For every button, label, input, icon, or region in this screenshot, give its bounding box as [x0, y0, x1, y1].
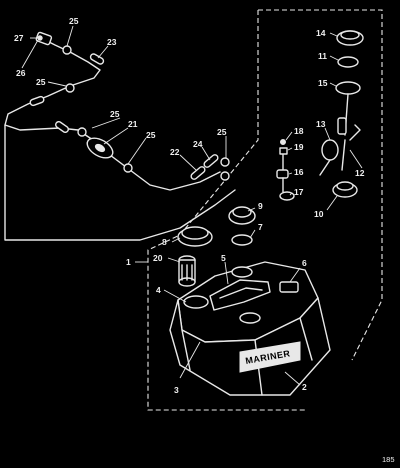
callout-16: 16 [294, 167, 304, 177]
callout-5: 5 [221, 253, 226, 263]
hose-sleeve [203, 154, 219, 168]
callout-7: 7 [258, 222, 263, 232]
fuel-hose [4, 39, 101, 131]
hose-clamp [220, 171, 230, 181]
tank-side [169, 297, 331, 396]
hose-clamp [65, 83, 75, 93]
callouts: 27 25 23 26 25 25 21 25 25 24 22 14 11 1… [14, 16, 365, 395]
callout-9: 9 [258, 201, 263, 211]
callout-3: 3 [174, 385, 179, 395]
fitting-screw [280, 139, 286, 145]
callout-6: 6 [302, 258, 307, 268]
gauge-head [335, 81, 361, 95]
assembly-boundary [147, 9, 383, 411]
leader-lines [21, 25, 363, 386]
hose-sleeve [29, 95, 45, 107]
callout-23: 23 [107, 37, 117, 47]
callout-1: 1 [126, 257, 131, 267]
callout-19: 19 [294, 142, 304, 152]
hose-sleeve [55, 121, 69, 133]
hose-clamp [77, 127, 87, 137]
callout-25: 25 [36, 77, 46, 87]
fuel-line-assembly [4, 31, 236, 241]
hose-sleeve [190, 166, 206, 180]
callout-25: 25 [69, 16, 79, 26]
callout-22: 22 [170, 147, 180, 157]
callout-24: 24 [193, 139, 203, 149]
callout-12: 12 [355, 168, 365, 178]
callout-14: 14 [316, 28, 326, 38]
brand-plate [239, 341, 301, 373]
callout-11: 11 [318, 51, 327, 61]
gauge-float [321, 139, 339, 161]
callout-25: 25 [217, 127, 227, 137]
hose-clamp [62, 45, 72, 55]
cap-gasket [231, 234, 253, 246]
callout-21: 21 [128, 119, 138, 129]
fuel-gauge-assembly [319, 30, 364, 198]
gauge-gasket [337, 56, 359, 68]
callout-4: 4 [156, 285, 161, 295]
callout-10: 10 [314, 209, 324, 219]
hose-clamp [123, 163, 133, 173]
fitting-body [276, 169, 289, 179]
callout-20: 20 [153, 253, 163, 263]
hose-clamp [220, 157, 230, 167]
tank-handle [209, 279, 271, 311]
figure-code: 185 [382, 455, 395, 464]
fuel-tank: MARINER [169, 261, 331, 396]
gauge-mount [279, 281, 299, 293]
cap-parts [177, 206, 256, 287]
callout-17: 17 [294, 187, 304, 197]
hose-sleeve [89, 53, 105, 65]
callout-15: 15 [318, 78, 328, 88]
callout-8: 8 [162, 237, 167, 247]
callout-13: 13 [316, 119, 326, 129]
callout-25: 25 [146, 130, 156, 140]
callout-18: 18 [294, 126, 304, 136]
callout-25: 25 [110, 109, 120, 119]
callout-26: 26 [16, 68, 26, 78]
callout-2: 2 [302, 382, 307, 392]
callout-27: 27 [14, 33, 24, 43]
filler-neck [183, 295, 209, 309]
